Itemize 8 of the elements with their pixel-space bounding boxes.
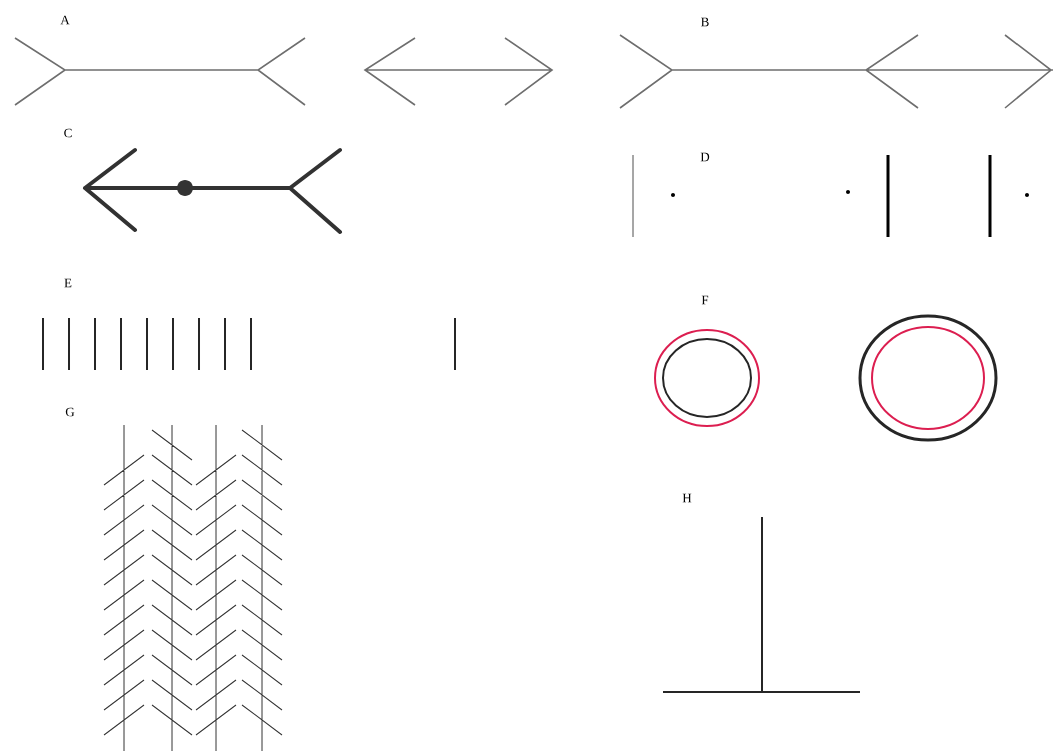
figure-label: H (682, 493, 692, 503)
figure-label: G (65, 407, 75, 417)
figure-label: D (700, 152, 710, 162)
figure-label: A (60, 15, 70, 25)
figure-label: B (701, 17, 709, 27)
figure-label: E (64, 278, 72, 288)
figure-label: F (701, 295, 709, 305)
figure-label: C (64, 128, 72, 138)
